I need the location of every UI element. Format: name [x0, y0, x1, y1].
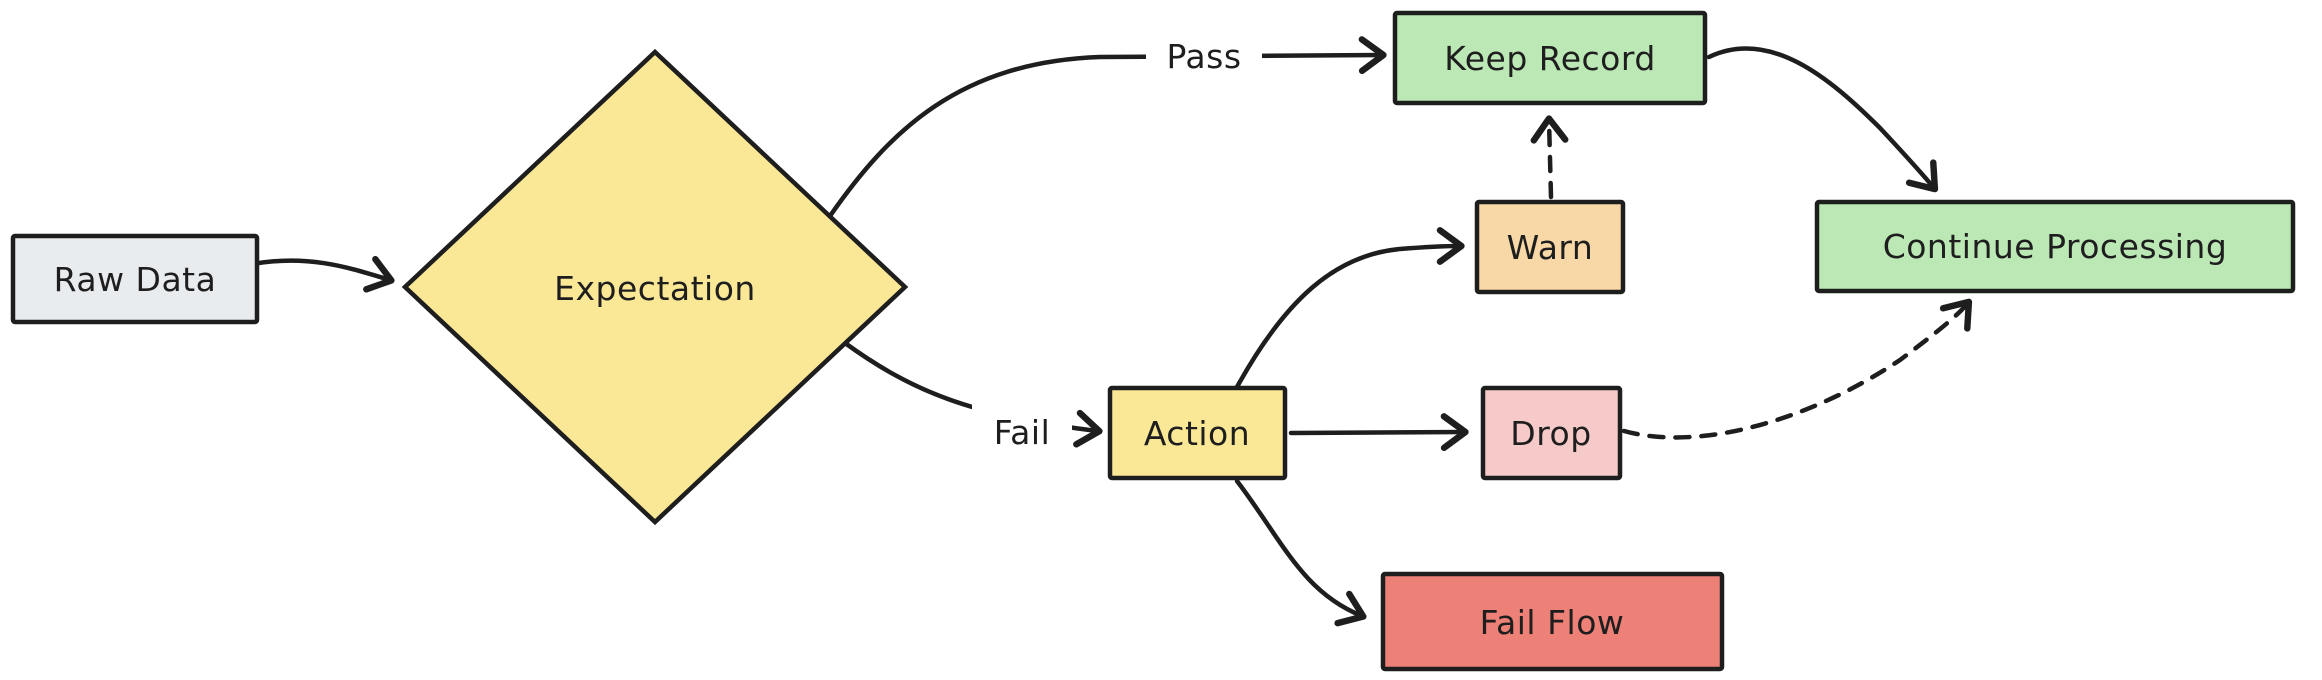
edge-warn-to-keep-record — [1530, 115, 1569, 200]
edges-layer — [249, 36, 1973, 627]
action-box — [1107, 385, 1288, 481]
raw-data-label: Raw Data — [54, 260, 217, 299]
pass-label-background — [1146, 28, 1262, 82]
drop-label: Drop — [1510, 414, 1591, 453]
fail-flow-label: Fail Flow — [1480, 603, 1625, 642]
edge-action-to-fail-flow — [1234, 478, 1367, 627]
fail-flow-box — [1380, 571, 1725, 672]
node-continue-processing: Continue Processing — [1814, 199, 2296, 294]
continue-processing-box — [1814, 199, 2296, 294]
node-expectation: Expectation — [401, 48, 909, 526]
action-label: Action — [1144, 414, 1250, 453]
continue-processing-label: Continue Processing — [1883, 227, 2228, 266]
node-action: Action — [1107, 385, 1288, 481]
drop-box — [1480, 385, 1623, 481]
fail-edge-label: Fail — [994, 413, 1051, 452]
keep-record-box — [1392, 10, 1708, 106]
node-raw-data: Raw Data — [10, 233, 260, 325]
edge-drop-to-continue-processing — [1621, 298, 1973, 440]
edge-action-to-warn — [1234, 227, 1465, 390]
edge-raw-data-to-expectation — [249, 255, 395, 293]
node-warn: Warn — [1474, 199, 1626, 295]
pass-edge-label: Pass — [1166, 37, 1241, 76]
edge-keep-record-to-continue-processing — [1706, 46, 1939, 193]
node-drop: Drop — [1480, 385, 1623, 481]
fail-label-background — [972, 403, 1072, 459]
edge-action-to-drop — [1288, 413, 1469, 452]
keep-record-label: Keep Record — [1444, 39, 1656, 78]
node-fail-flow: Fail Flow — [1380, 571, 1725, 672]
warn-box — [1474, 199, 1626, 295]
node-keep-record: Keep Record — [1392, 10, 1708, 106]
expectation-diamond — [401, 48, 909, 526]
warn-label: Warn — [1507, 228, 1594, 267]
edge-expectation-to-keep-record — [827, 36, 1387, 219]
expectation-label: Expectation — [554, 269, 756, 308]
edge-labels-layer: Pass Fail — [972, 28, 1262, 459]
raw-data-box — [10, 233, 260, 325]
